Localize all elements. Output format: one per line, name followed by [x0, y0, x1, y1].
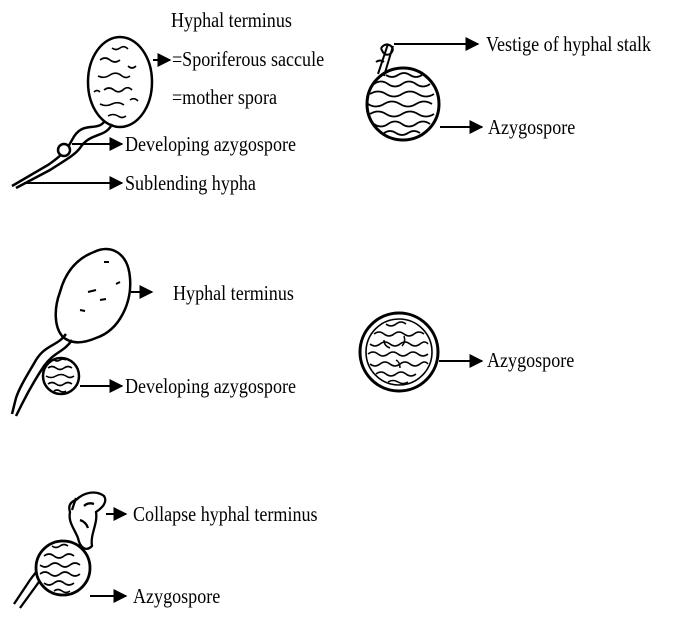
stage3-azygospore-label: Azygospore [133, 584, 220, 608]
stage1-mother-spora-label: =mother spora [172, 85, 277, 109]
stage2-mature-azygospore [360, 313, 438, 391]
stage1-sublending-hypha-label: Sublending hypha [125, 171, 256, 195]
stage1-sporiferous-saccule [12, 37, 152, 188]
stage3-azygospore [36, 541, 90, 595]
stage2-azygospore-label: Azygospore [487, 348, 574, 372]
stage1-sporiferous-saccule-label: =Sporiferous saccule [172, 47, 324, 71]
stage2-developing-azygospore-label: Developing azygospore [125, 374, 296, 398]
stage2-hyphal-terminus-label: Hyphal terminus [173, 281, 294, 305]
stage1-mature-azygospore [367, 44, 439, 140]
stage1-hyphal-terminus-label: Hyphal terminus [171, 8, 292, 32]
stage1-developing-azygospore-label: Developing azygospore [125, 132, 296, 156]
stage2-developing-azygospore [43, 358, 79, 394]
stage3-collapse-hyphal-terminus-label: Collapse hyphal terminus [133, 502, 318, 526]
stage1-azygospore-label: Azygospore [488, 115, 575, 139]
stage1-vestige-label: Vestige of hyphal stalk [486, 32, 651, 56]
